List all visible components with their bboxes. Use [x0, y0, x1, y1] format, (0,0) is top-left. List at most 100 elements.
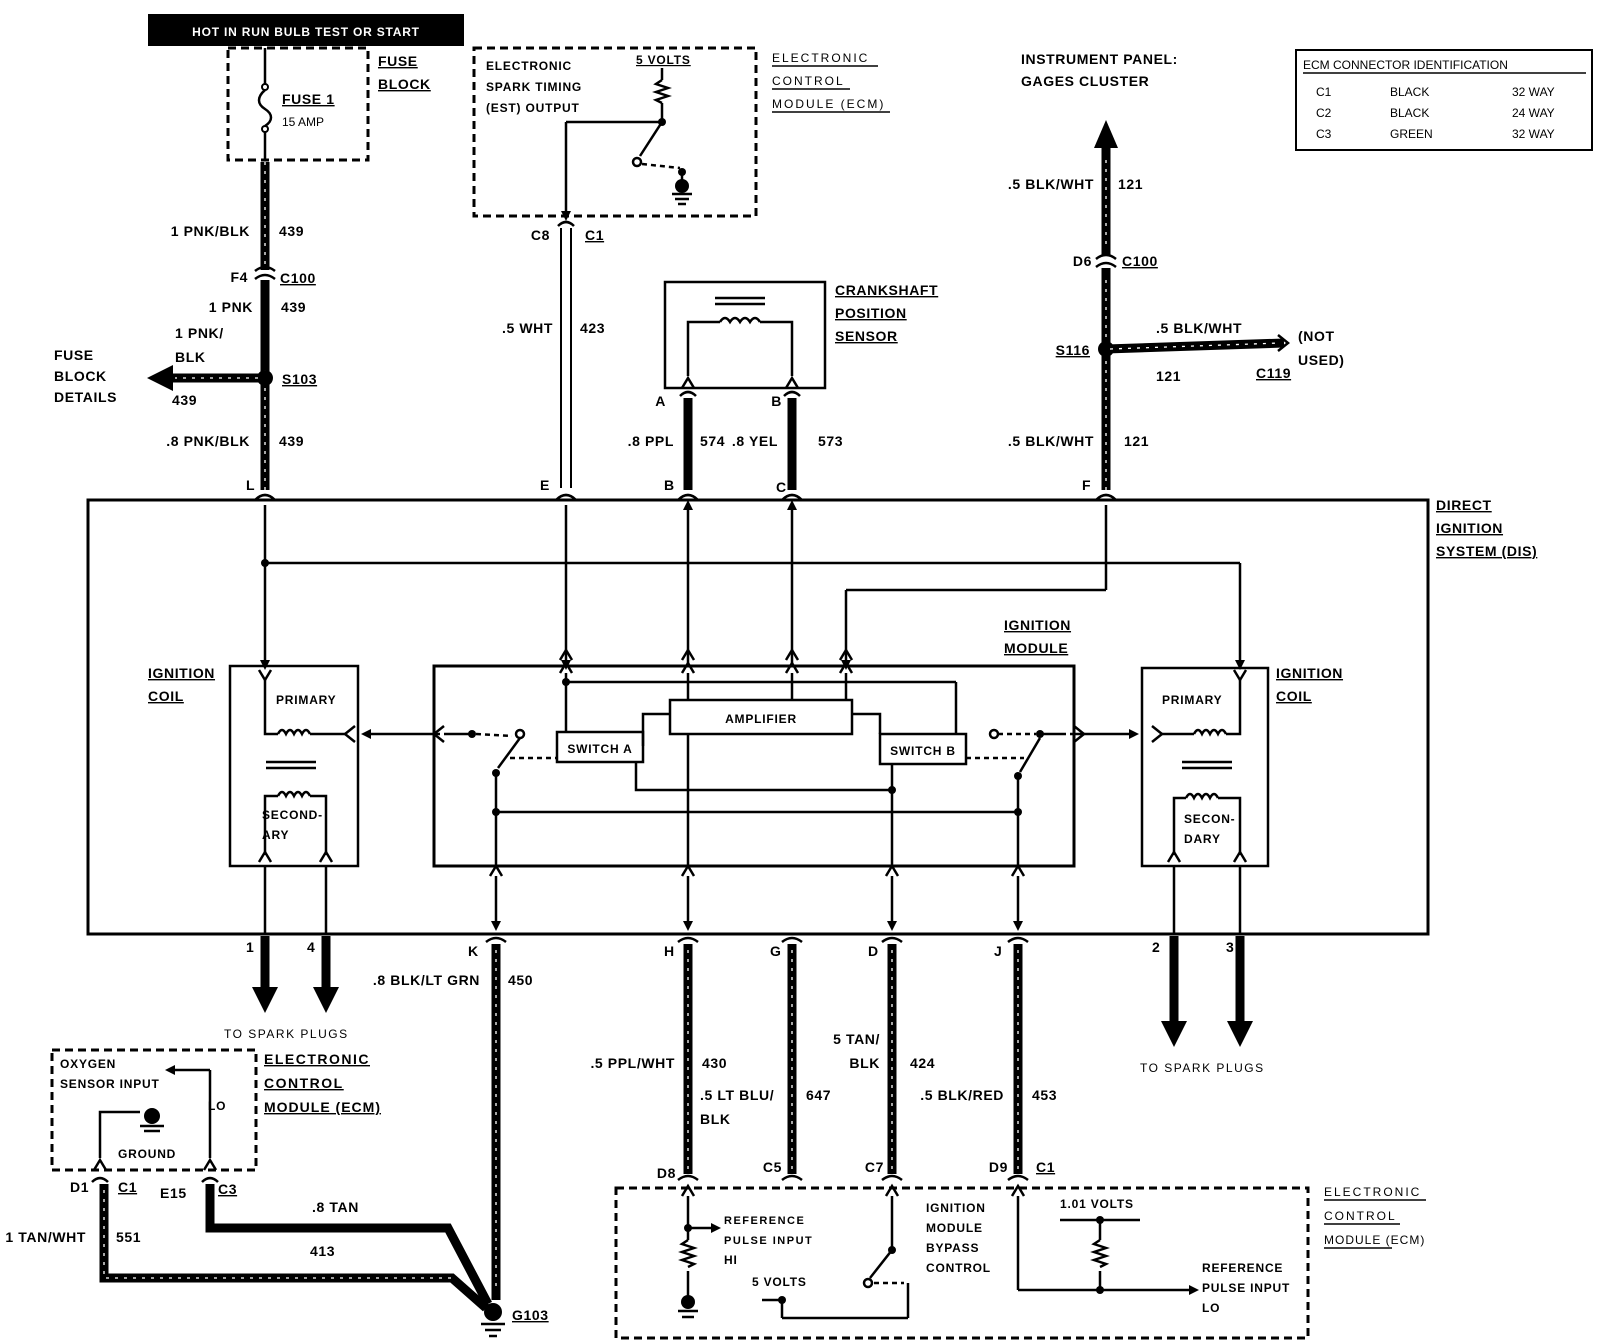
svg-text:SECOND-: SECOND- — [262, 808, 323, 822]
svg-text:G103: G103 — [512, 1307, 549, 1323]
svg-text:PRIMARY: PRIMARY — [276, 693, 337, 707]
est-wire-423: .5 WHT 423 — [502, 220, 605, 488]
ecm-top: ELECTRONIC SPARK TIMING (EST) OUTPUT 5 V… — [472, 46, 890, 243]
svg-text:COIL: COIL — [1276, 688, 1312, 704]
svg-text:BLK: BLK — [175, 349, 206, 365]
svg-text:439: 439 — [172, 392, 197, 408]
svg-text:PRIMARY: PRIMARY — [1162, 693, 1223, 707]
svg-text:SWITCH A: SWITCH A — [567, 742, 632, 756]
svg-text:1: 1 — [246, 939, 254, 955]
svg-text:ELECTRONIC: ELECTRONIC — [1324, 1185, 1421, 1199]
svg-text:E15: E15 — [160, 1185, 187, 1201]
svg-text:C119: C119 — [1256, 365, 1291, 381]
svg-text:C100: C100 — [280, 270, 316, 286]
svg-text:2: 2 — [1152, 939, 1160, 955]
svg-text:CONTROL: CONTROL — [926, 1261, 991, 1275]
ecm-bottom: D8 C5 C7 D9 C1 REFERENCE PULSE INPUT HI … — [614, 1159, 1426, 1340]
svg-text:ELECTRONIC: ELECTRONIC — [264, 1051, 370, 1067]
svg-text:IGNITION: IGNITION — [926, 1201, 986, 1215]
ignition-coil-right: IGNITION COIL PRIMARY SECON- DARY — [1140, 665, 1343, 868]
ignition-module: IGNITION MODULE AMPLIFIER SWITCH A SWITC… — [263, 617, 1242, 934]
svg-text:IGNITION: IGNITION — [1276, 665, 1343, 681]
svg-text:C1: C1 — [1316, 85, 1332, 99]
fuse-block-title-1: FUSE — [378, 53, 418, 69]
spark-plug-leads: TO SPARK PLUGS TO SPARK PLUGS — [224, 936, 1265, 1075]
svg-text:C3: C3 — [1316, 127, 1332, 141]
svg-text:.5 BLK/WHT: .5 BLK/WHT — [1008, 433, 1094, 449]
svg-text:5 VOLTS: 5 VOLTS — [636, 53, 691, 67]
svg-text:F: F — [1082, 477, 1091, 493]
svg-text:AMPLIFIER: AMPLIFIER — [725, 712, 797, 726]
ignition-coil-left: IGNITION COIL PRIMARY SECOND- ARY — [148, 664, 360, 868]
svg-text:IGNITION: IGNITION — [1436, 520, 1503, 536]
svg-text:CONTROL: CONTROL — [1324, 1209, 1397, 1223]
bottom-signal-wires: .8 BLK/LT GRN 450 .5 PPL/WHT 430 .5 LT B… — [373, 936, 1057, 1300]
svg-text:413: 413 — [310, 1243, 335, 1259]
svg-text:C7: C7 — [865, 1159, 884, 1175]
ecm-connector-table: ECM CONNECTOR IDENTIFICATION C1 BLACK 32… — [1295, 49, 1593, 151]
svg-text:POSITION: POSITION — [835, 305, 907, 321]
svg-text:C1: C1 — [118, 1179, 137, 1195]
svg-text:SENSOR INPUT: SENSOR INPUT — [60, 1077, 160, 1091]
svg-text:.8 YEL: .8 YEL — [732, 433, 778, 449]
svg-text:573: 573 — [818, 433, 843, 449]
svg-text:DARY: DARY — [1184, 832, 1221, 846]
svg-text:439: 439 — [281, 299, 306, 315]
svg-text:450: 450 — [508, 972, 533, 988]
svg-text:A: A — [655, 393, 666, 409]
fuse-block: FUSE 1 15 AMP FUSE BLOCK — [226, 46, 430, 162]
svg-text:IGNITION: IGNITION — [1004, 617, 1071, 633]
svg-text:ARY: ARY — [262, 828, 289, 842]
svg-text:D6: D6 — [1073, 253, 1092, 269]
svg-text:.5 BLK/WHT: .5 BLK/WHT — [1156, 320, 1242, 336]
ecm-left: OXYGEN SENSOR INPUT LO GROUND ELECTRONIC… — [50, 1048, 380, 1201]
svg-text:BLACK: BLACK — [1390, 85, 1429, 99]
dis-internal-wiring — [260, 500, 1245, 670]
svg-text:1 PNK: 1 PNK — [209, 299, 253, 315]
svg-text:.8 PNK/BLK: .8 PNK/BLK — [166, 433, 250, 449]
svg-text:.5 LT BLU/: .5 LT BLU/ — [700, 1087, 774, 1103]
svg-text:BLK: BLK — [700, 1111, 731, 1127]
spark-plugs-right: TO SPARK PLUGS — [1140, 1061, 1265, 1075]
svg-text:INSTRUMENT PANEL:: INSTRUMENT PANEL: — [1021, 51, 1178, 67]
svg-text:B: B — [664, 477, 675, 493]
svg-text:.5 PPL/WHT: .5 PPL/WHT — [590, 1055, 675, 1071]
svg-text:H: H — [664, 943, 675, 959]
svg-text:4: 4 — [307, 939, 315, 955]
svg-text:121: 121 — [1118, 176, 1143, 192]
svg-text:D1: D1 — [70, 1179, 89, 1195]
svg-text:430: 430 — [702, 1055, 727, 1071]
svg-text:E: E — [540, 477, 550, 493]
svg-text:LO: LO — [1202, 1301, 1220, 1315]
svg-text:24 WAY: 24 WAY — [1512, 106, 1555, 120]
svg-text:GREEN: GREEN — [1390, 127, 1433, 141]
svg-text:MODULE: MODULE — [1004, 640, 1068, 656]
svg-text:G: G — [770, 943, 782, 959]
svg-text:C8: C8 — [531, 227, 550, 243]
banner-text: HOT IN RUN BULB TEST OR START — [192, 25, 420, 39]
svg-text:CONTROL: CONTROL — [264, 1075, 344, 1091]
svg-text:574: 574 — [700, 433, 725, 449]
svg-text:C2: C2 — [1316, 106, 1332, 120]
hot-in-run-banner: HOT IN RUN BULB TEST OR START — [148, 14, 464, 46]
svg-text:PULSE INPUT: PULSE INPUT — [1202, 1281, 1290, 1295]
svg-text:32 WAY: 32 WAY — [1512, 127, 1555, 141]
svg-text:5 VOLTS: 5 VOLTS — [752, 1275, 807, 1289]
svg-text:USED): USED) — [1298, 352, 1345, 368]
svg-text:MODULE (ECM): MODULE (ECM) — [772, 97, 885, 111]
svg-text:D8: D8 — [657, 1165, 676, 1181]
svg-text:SENSOR: SENSOR — [835, 328, 898, 344]
svg-text:L: L — [246, 477, 255, 493]
svg-text:SWITCH B: SWITCH B — [890, 744, 956, 758]
svg-text:.8 TAN: .8 TAN — [312, 1199, 359, 1215]
svg-text:BLACK: BLACK — [1390, 106, 1429, 120]
svg-text:PULSE INPUT: PULSE INPUT — [724, 1235, 813, 1247]
svg-text:BYPASS: BYPASS — [926, 1241, 979, 1255]
svg-text:1.01 VOLTS: 1.01 VOLTS — [1060, 1197, 1134, 1211]
svg-text:32 WAY: 32 WAY — [1512, 85, 1555, 99]
fuse-name: FUSE 1 — [282, 91, 335, 107]
svg-text:C3: C3 — [218, 1181, 237, 1197]
crankshaft-sensor: CRANKSHAFT POSITION SENSOR A B .8 PPL 57… — [628, 280, 938, 490]
power-wire-439: 1 PNK/BLK 439 F4 C100 1 PNK 439 1 PNK/ B… — [54, 162, 317, 490]
